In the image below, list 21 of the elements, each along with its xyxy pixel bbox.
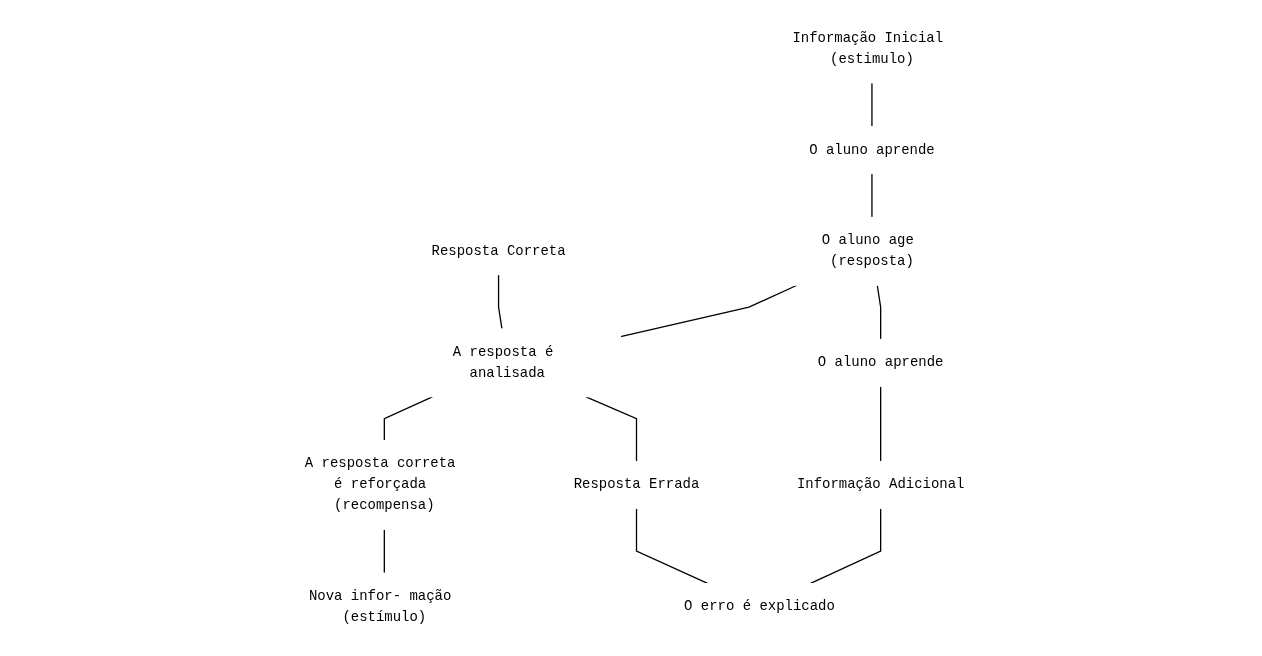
- node-text: Nova infor- mação (estímulo): [309, 588, 452, 626]
- node-text: Resposta Correta: [431, 243, 566, 260]
- node-text: Resposta Errada: [573, 477, 700, 493]
- connector: [620, 284, 798, 338]
- connector: [383, 528, 386, 574]
- connector: [871, 82, 873, 128]
- node-text: O aluno aprende: [818, 355, 944, 371]
- connector: [871, 173, 873, 218]
- node-text: Informação Adicional: [797, 477, 965, 493]
- connector: [498, 274, 503, 330]
- node-text: A resposta correta é reforçada (recompensa): [305, 456, 456, 514]
- node-text: O aluno aprende: [809, 142, 935, 158]
- node-text: A resposta é analisada: [453, 344, 554, 382]
- node-text: O erro é explicado: [684, 599, 836, 615]
- connector: [636, 507, 709, 585]
- node-text: Informação Inicial (estimulo): [792, 30, 944, 68]
- connector: [876, 284, 882, 340]
- connector: [810, 507, 882, 585]
- node-text: O aluno age (resposta): [821, 232, 915, 270]
- connector: [585, 396, 638, 463]
- connector: [880, 385, 882, 463]
